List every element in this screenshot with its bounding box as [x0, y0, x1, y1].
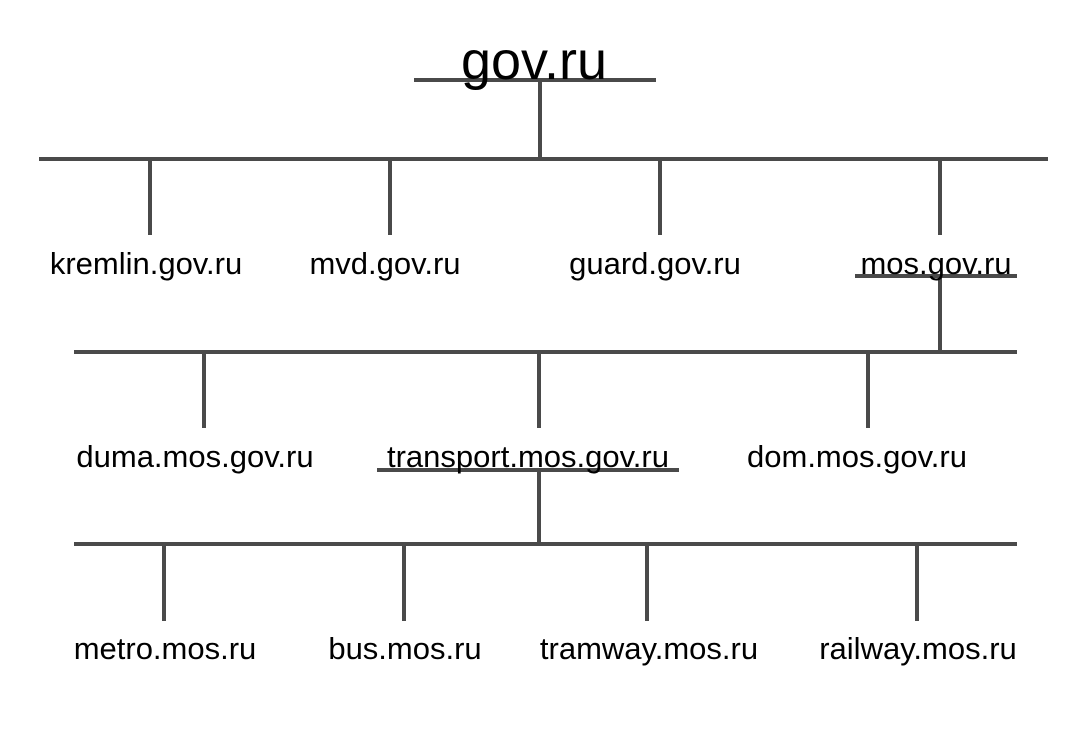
- node-label-dom: dom.mos.gov.ru: [747, 439, 967, 474]
- node-label-tramway: tramway.mos.ru: [540, 631, 758, 666]
- node-labels: gov.ru kremlin.gov.ru mvd.gov.ru guard.g…: [50, 31, 1017, 666]
- node-label-transport: transport.mos.gov.ru: [387, 439, 669, 474]
- connector-lines: [39, 78, 1048, 621]
- node-label-duma: duma.mos.gov.ru: [76, 439, 313, 474]
- node-label-bus: bus.mos.ru: [328, 631, 481, 666]
- node-label-guard: guard.gov.ru: [569, 246, 741, 281]
- root-node-label: gov.ru: [461, 31, 607, 91]
- node-label-mos: mos.gov.ru: [860, 246, 1011, 281]
- node-label-mvd: mvd.gov.ru: [309, 246, 460, 281]
- node-label-metro: metro.mos.ru: [74, 631, 257, 666]
- node-label-kremlin: kremlin.gov.ru: [50, 246, 242, 281]
- node-label-railway: railway.mos.ru: [819, 631, 1017, 666]
